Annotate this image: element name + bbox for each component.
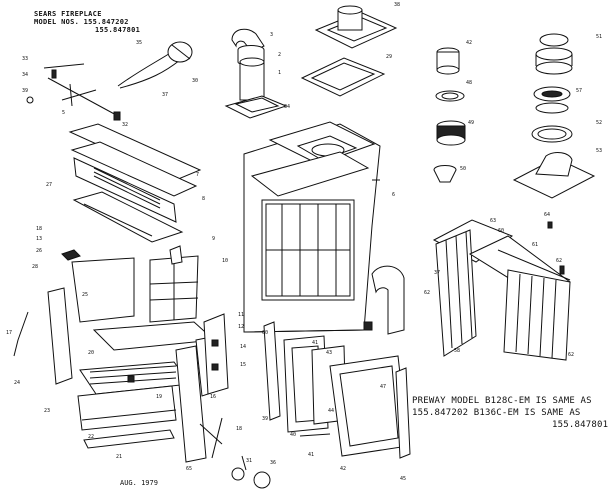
callout-8: 8 bbox=[202, 196, 205, 202]
callout-62c: 62 bbox=[568, 352, 574, 358]
flue-pipe-assembly bbox=[224, 28, 288, 119]
callout-29: 29 bbox=[386, 54, 392, 60]
callout-17: 17 bbox=[6, 330, 12, 336]
cable-assembly bbox=[117, 41, 193, 89]
callout-65: 65 bbox=[186, 466, 192, 472]
callout-12: 12 bbox=[238, 324, 244, 330]
callout-35: 35 bbox=[136, 40, 142, 46]
callout-25: 25 bbox=[82, 292, 88, 298]
callout-40: 40 bbox=[290, 432, 296, 438]
callout-57: 57 bbox=[576, 88, 582, 94]
model-numbers-line-2: 155.847801 bbox=[95, 26, 141, 34]
callout-37: 37 bbox=[162, 92, 168, 98]
callout-34b: 34 bbox=[22, 72, 28, 78]
callout-42b: 42 bbox=[340, 466, 346, 472]
callout-48: 48 bbox=[466, 80, 472, 86]
hood-panels bbox=[68, 123, 202, 243]
control-knobs bbox=[231, 455, 271, 489]
callout-60b: 60 bbox=[498, 228, 504, 234]
glass-door-panels bbox=[263, 321, 411, 459]
callout-51: 51 bbox=[596, 34, 602, 40]
callout-22: 22 bbox=[88, 434, 94, 440]
callout-2: 2 bbox=[278, 52, 281, 58]
side-elbow-pipe bbox=[371, 265, 405, 335]
callout-18b: 18 bbox=[236, 426, 242, 432]
callout-15: 15 bbox=[240, 362, 246, 368]
chimney-cap-assembly bbox=[300, 5, 398, 97]
callout-44: 44 bbox=[328, 408, 334, 414]
callout-9: 9 bbox=[212, 236, 215, 242]
roof-cap-stack bbox=[512, 33, 596, 199]
callout-62: 62 bbox=[556, 258, 562, 264]
center-vertical-panel bbox=[203, 313, 229, 395]
collar-rings-stack bbox=[433, 47, 466, 183]
callout-41: 41 bbox=[312, 340, 318, 346]
callout-37b: 37 bbox=[434, 270, 440, 276]
callout-27: 27 bbox=[46, 182, 52, 188]
callout-60: 60 bbox=[262, 330, 268, 336]
callout-38: 38 bbox=[394, 2, 400, 8]
left-tall-side bbox=[13, 287, 223, 463]
callout-50: 50 bbox=[460, 166, 466, 172]
callout-3: 3 bbox=[270, 32, 273, 38]
callout-7: 7 bbox=[196, 172, 199, 178]
callout-11: 11 bbox=[238, 312, 244, 318]
callout-45: 45 bbox=[400, 476, 406, 482]
diagram-title: SEARS FIREPLACE bbox=[34, 10, 102, 18]
callout-36: 36 bbox=[270, 460, 276, 466]
callout-63: 63 bbox=[490, 218, 496, 224]
callout-32: 32 bbox=[122, 122, 128, 128]
callout-61: 61 bbox=[532, 242, 538, 248]
callout-30: 30 bbox=[192, 78, 198, 84]
callout-49: 49 bbox=[468, 120, 474, 126]
callout-64: 64 bbox=[544, 212, 550, 218]
callout-10: 10 bbox=[222, 258, 228, 264]
callout-21: 21 bbox=[116, 454, 122, 460]
firebox-base bbox=[77, 321, 216, 449]
model-numbers-line-1: MODEL NOS. 155.847202 bbox=[34, 18, 129, 26]
callout-39: 39 bbox=[22, 88, 28, 94]
diagram-date: AUG. 1979 bbox=[120, 479, 158, 487]
callout-34: 34 bbox=[284, 104, 290, 110]
callout-47: 47 bbox=[380, 384, 386, 390]
callout-58: 58 bbox=[454, 348, 460, 354]
substitution-note-line-2: 155.847202 B136C-EM IS SAME AS bbox=[412, 408, 581, 418]
control-rod-assembly bbox=[26, 63, 121, 121]
callout-42: 42 bbox=[466, 40, 472, 46]
callout-1: 1 bbox=[278, 70, 281, 76]
callout-20: 20 bbox=[88, 350, 94, 356]
callout-18: 18 bbox=[36, 226, 42, 232]
callout-31: 31 bbox=[246, 458, 252, 464]
substitution-note-line-3: 155.847801 bbox=[552, 420, 608, 430]
callout-39b: 39 bbox=[262, 416, 268, 422]
callout-53: 53 bbox=[596, 148, 602, 154]
callout-28: 28 bbox=[32, 264, 38, 270]
fire-screen-assembly bbox=[432, 219, 571, 361]
callout-41b: 41 bbox=[308, 452, 314, 458]
callout-26: 26 bbox=[36, 248, 42, 254]
callout-43: 43 bbox=[326, 350, 332, 356]
callout-24: 24 bbox=[14, 380, 20, 386]
fireplace-body bbox=[243, 121, 381, 333]
callout-6: 6 bbox=[392, 192, 395, 198]
callout-14: 14 bbox=[240, 344, 246, 350]
callout-13: 13 bbox=[36, 236, 42, 242]
substitution-note-line-1: PREWAY MODEL B128C-EM IS SAME AS bbox=[412, 396, 592, 406]
callout-numbers: 1 2 3 34 38 29 42 48 49 50 51 57 52 53 3… bbox=[6, 2, 602, 482]
callout-52: 52 bbox=[596, 120, 602, 126]
callout-23: 23 bbox=[44, 408, 50, 414]
callout-16: 16 bbox=[210, 394, 216, 400]
callout-33: 33 bbox=[22, 56, 28, 62]
callout-62b: 62 bbox=[424, 290, 430, 296]
callout-19: 19 bbox=[156, 394, 162, 400]
callout-5: 5 bbox=[62, 110, 65, 116]
left-side-panels bbox=[61, 245, 199, 323]
